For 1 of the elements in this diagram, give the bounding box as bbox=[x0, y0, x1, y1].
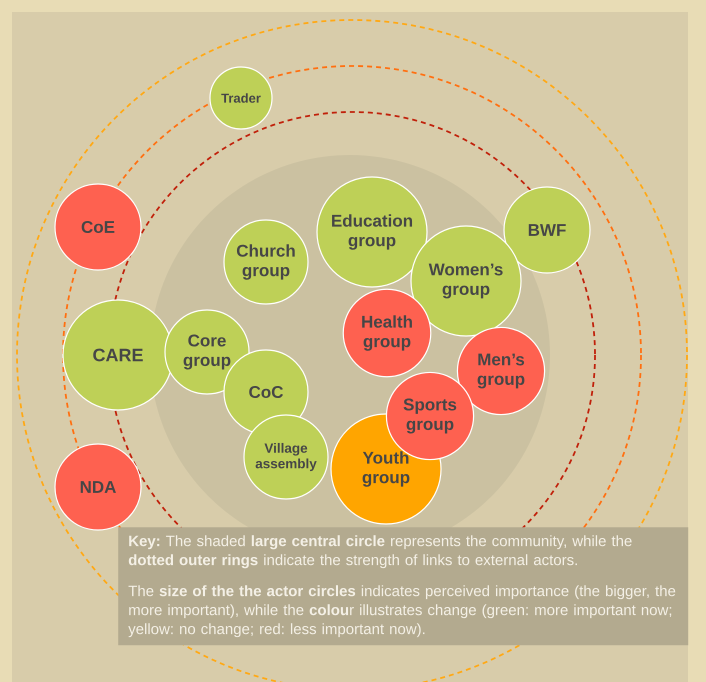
key-box: Key: The shaded large central circle represents the community, while the dotted outer rings indicate the strength of links to external actors. The size of the the actor circles indicates perceived importance (the bigger, the more important), while the colour illustrates change (green: more important now; yellow: no change; red: less important now). bbox=[118, 527, 688, 646]
